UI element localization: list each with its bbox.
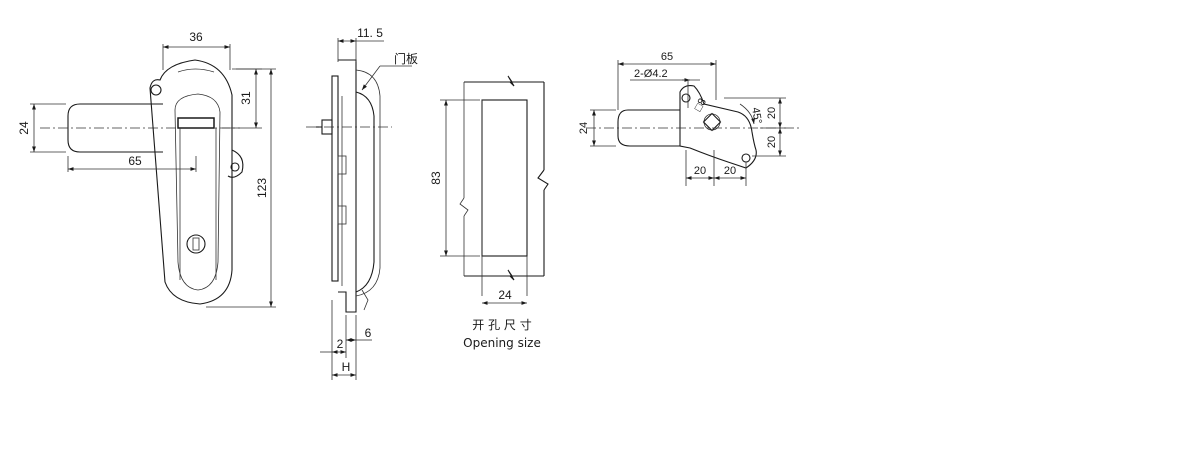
dim-h: H <box>342 360 351 374</box>
dim-width: 36 <box>189 30 203 44</box>
caption-cn: 开 孔 尺 寸 <box>472 318 531 332</box>
dim-overall: 65 <box>661 51 673 63</box>
dim-handle-length: 65 <box>128 154 142 168</box>
dim-top-handle: 24 <box>578 122 590 134</box>
dim-handle-height: 24 <box>17 121 31 135</box>
angle: 45° <box>749 106 764 124</box>
front-view: 36 24 65 31 123 <box>17 30 276 308</box>
dim-gap: 6 <box>365 326 372 340</box>
dim-opening-height: 83 <box>429 171 443 185</box>
opening-size-view: 83 24 开 孔 尺 寸 Opening size <box>429 75 549 350</box>
dim-offset-a: 20 <box>766 107 778 119</box>
caption-en: Opening size <box>463 336 541 350</box>
dim-offset-b: 20 <box>766 136 778 148</box>
dim-plate: 2 <box>337 337 344 351</box>
dim-base-a: 20 <box>694 165 706 177</box>
hole-spec: 2-Ø4.2 <box>634 68 668 80</box>
top-view: 65 2-Ø4.2 □8 45° 24 20 20 20 20 <box>578 51 800 186</box>
dim-overall-height: 123 <box>255 178 269 198</box>
panel-label: 门板 <box>394 51 418 66</box>
dim-depth: 11. 5 <box>357 26 383 40</box>
dim-opening-width: 24 <box>498 288 512 302</box>
side-view: 11. 5 门板 6 2 H <box>306 26 418 380</box>
dim-top-to-pivot: 31 <box>239 91 253 105</box>
bore-spec: □8 <box>692 96 709 113</box>
dim-base-b: 20 <box>724 165 736 177</box>
